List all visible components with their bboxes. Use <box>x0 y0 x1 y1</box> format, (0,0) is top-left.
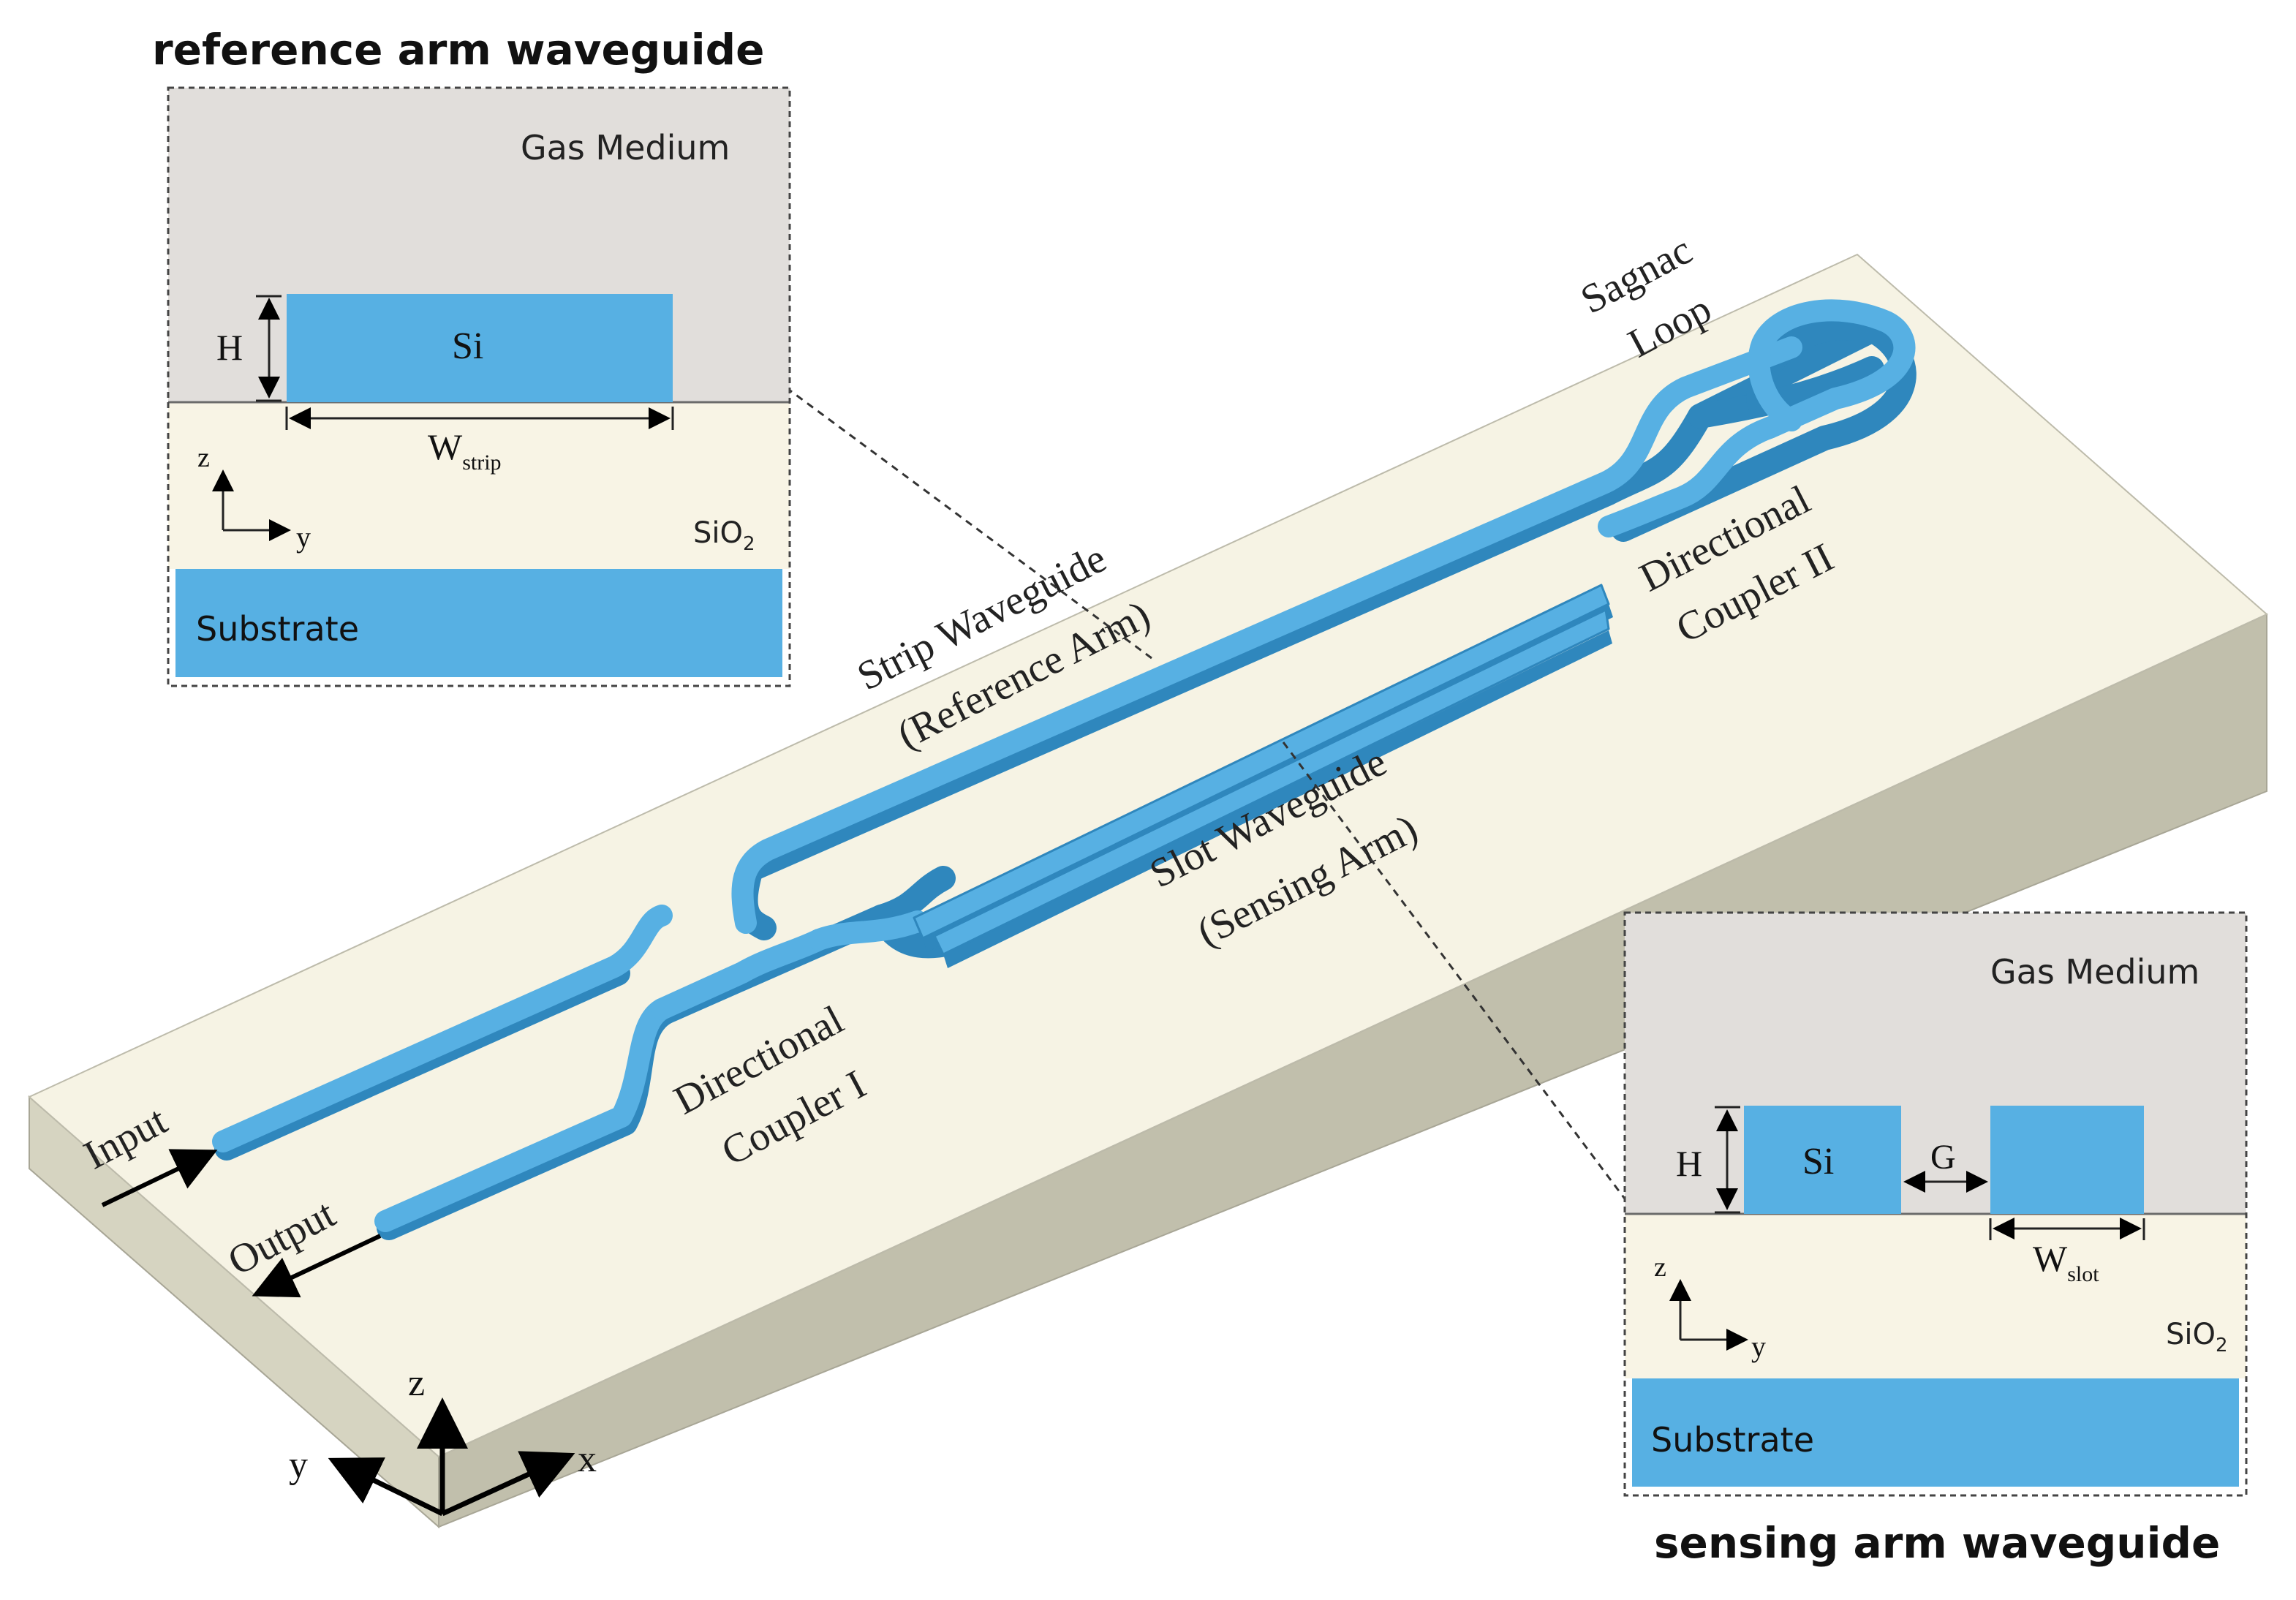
inset-sensing-h-label: H <box>1676 1143 1702 1184</box>
inset-sensing-si-label: Si <box>1802 1141 1834 1182</box>
inset-sensing-h-dimension <box>1715 1106 1740 1214</box>
inset-reference-axis-z: z <box>197 442 210 473</box>
waveguide-network <box>212 299 1917 1240</box>
inset-sensing-sio2 <box>1625 1214 2246 1378</box>
inset-sensing-w-dimension <box>1989 1218 2145 1240</box>
inset-reference-substrate-label: Substrate <box>196 609 359 649</box>
inset-reference-h-dimension <box>256 295 282 402</box>
leader-line-reference <box>785 386 1152 660</box>
inset-sensing-g-label: G <box>1930 1138 1956 1177</box>
inset-reference-si-label: Si <box>452 325 483 367</box>
inset-sensing-gas-label: Gas Medium <box>1990 952 2199 992</box>
main-axis-y-label: y <box>289 1444 308 1486</box>
inset-sensing-sio2-label: SiO2 <box>2166 1318 2228 1356</box>
inset-reference-w-dimension <box>285 407 674 430</box>
inset-sensing-axes <box>1669 1279 1748 1351</box>
inset-reference-substrate <box>175 569 782 677</box>
inset-reference-title: reference arm waveguide <box>152 25 764 75</box>
main-axes: z x y <box>289 1362 597 1517</box>
leader-line-sensing <box>1282 741 1632 1207</box>
inset-sensing-substrate <box>1632 1378 2239 1487</box>
inset-sensing-axis-y: y <box>1751 1330 1766 1363</box>
inset-reference-axes <box>212 469 291 541</box>
io-arrows <box>101 1149 382 1298</box>
inset-reference-w-label: Wstrip <box>428 426 502 475</box>
inset-sensing-w-label: Wslot <box>2033 1238 2099 1286</box>
inset-sensing-si-rail-right <box>1990 1106 2144 1214</box>
slot-waveguide <box>913 584 1613 968</box>
sensing-arm-connector <box>808 910 929 951</box>
inset-reference-gas-label: Gas Medium <box>521 128 730 167</box>
inset-reference-sio2-label: SiO2 <box>693 516 755 555</box>
inset-sensing-substrate-label: Substrate <box>1651 1420 1814 1460</box>
inset-sensing-axis-z: z <box>1654 1252 1666 1283</box>
inset-reference-frame <box>167 86 791 687</box>
coupler-2-waveguide <box>1598 417 1780 537</box>
output-waveguide <box>374 998 673 1232</box>
inset-reference-axis-y: y <box>296 521 311 554</box>
sagnac-loop-waveguide <box>1748 299 1916 439</box>
inset-reference-h-label: H <box>216 327 243 368</box>
inset-reference-arm: reference arm waveguide Gas Medium Si H … <box>152 25 791 687</box>
inset-reference-si-strip <box>287 294 673 402</box>
leader-lines <box>785 386 1632 1207</box>
input-arrow <box>101 1149 218 1207</box>
inset-sensing-frame <box>1623 911 2248 1497</box>
main-axis-x-label: x <box>578 1438 597 1480</box>
inset-sensing-title: sensing arm waveguide <box>1654 1518 2220 1568</box>
inset-reference-sio2 <box>168 402 790 569</box>
output-arrow <box>252 1234 382 1298</box>
inset-sensing-arm: Gas Medium Si H G Wslot z y <box>1623 911 2248 1568</box>
main-axis-z-label: z <box>408 1362 425 1404</box>
inset-sensing-si-rail-left <box>1744 1106 1901 1214</box>
strip-waveguide-path <box>731 336 1802 934</box>
input-waveguide <box>212 905 673 1152</box>
